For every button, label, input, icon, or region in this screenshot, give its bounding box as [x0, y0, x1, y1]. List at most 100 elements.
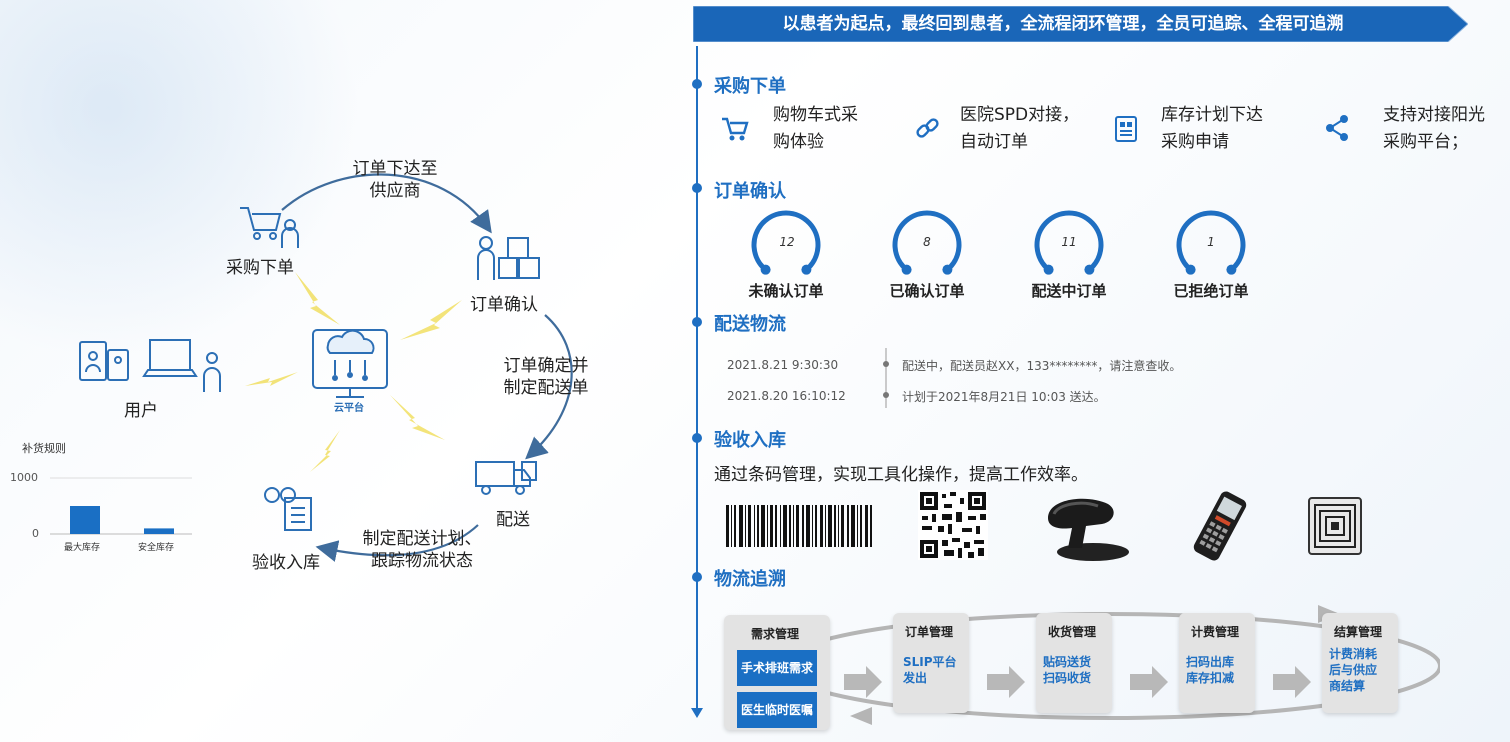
handheld-terminal-icon: [1193, 491, 1247, 561]
qrcode-icon: [918, 490, 988, 560]
trace-step-title: 需求管理: [751, 627, 800, 641]
trace-step-body: 贴码送货扫码收货: [1043, 655, 1092, 685]
flow-diagram: [50, 173, 573, 562]
trace-step-settlement: [1322, 613, 1398, 713]
section-purchase: 采购下单: [714, 76, 786, 97]
order-ring-end: [942, 264, 953, 275]
timeline-dot: [692, 183, 702, 193]
trace-step-billing: [1179, 613, 1255, 713]
banner-bg: [693, 6, 1468, 42]
timeline-dot: [692, 433, 702, 443]
trace-step-order: [893, 613, 969, 713]
log-text: 计划于2021年8月21日 10:03 送达。: [902, 390, 1106, 404]
edge-plan-track: 制定配送计划、 跟踪物流状态: [362, 529, 482, 571]
ring-value: 1: [1207, 235, 1215, 249]
timeline-dot: [692, 572, 702, 582]
order-ring-end: [901, 264, 912, 275]
trace-step-receive: [1036, 613, 1112, 713]
log-timeline: [883, 348, 889, 408]
order-rings: [751, 210, 1246, 275]
banner-title: 以患者为起点，最终回到患者，全流程闭环管理，全员可追踪、全程可追溯: [782, 14, 1344, 34]
cart-icon: [240, 207, 282, 240]
ring-value: 8: [923, 235, 931, 249]
mini-chart-bar: [144, 528, 174, 534]
trace-step-title: 结算管理: [1334, 625, 1383, 639]
order-ring-end: [1226, 264, 1237, 275]
trace-step-title: 收货管理: [1048, 625, 1097, 639]
cloud-platform-icon: [312, 329, 388, 398]
trace-step-body: 计费消耗后与供应商结算: [1329, 647, 1378, 693]
log-text: 配送中，配送员赵XX，133********，请注意查收。: [902, 359, 1182, 373]
edge-to-supplier: 订单下达至 供应商: [352, 159, 438, 201]
step-arrow-icon: [1130, 666, 1168, 698]
feature-cart: 购物车式采购体验: [773, 105, 858, 152]
trace-step-body: SLIP平台发出: [903, 655, 957, 685]
section-receive: 验收入库: [714, 430, 786, 451]
timeline-arrow: [691, 708, 703, 718]
trace-step-title: 订单管理: [905, 625, 954, 639]
ring-label: 配送中订单: [1031, 282, 1107, 300]
rfid-tag-icon: [1308, 497, 1362, 555]
ring-label: 已确认订单: [889, 282, 965, 300]
ring-label: 未确认订单: [748, 282, 824, 300]
boxes-icon: [477, 236, 540, 280]
mini-chart-xlabel: 安全库存: [138, 543, 175, 553]
arrow-to-supplier: [281, 173, 492, 234]
feature-spd: 医院SPD对接，自动订单: [960, 105, 1080, 152]
order-ring: [1176, 210, 1246, 272]
node-user: 用户: [124, 401, 158, 421]
trace-step-title: 计费管理: [1191, 625, 1240, 639]
link-icon: [916, 118, 939, 138]
order-ring-end: [1185, 264, 1196, 275]
arrow-to-delivery: [525, 314, 573, 460]
order-ring: [1034, 210, 1104, 272]
mini-chart-xlabel: 最大库存: [64, 543, 101, 553]
timeline-dot: [692, 317, 702, 327]
node-receive: 验收入库: [252, 553, 320, 573]
order-ring: [892, 210, 962, 272]
feature-plan: 库存计划下达采购申请: [1161, 105, 1263, 152]
node-delivery: 配送: [496, 510, 530, 530]
order-ring-end: [760, 264, 771, 275]
truck-icon: [475, 461, 537, 495]
edge-make-delivery: 订单确定并 制定配送单: [503, 356, 589, 398]
log-time: 2021.8.21 9:30:30: [727, 358, 839, 372]
inspection-icon: [264, 487, 312, 531]
timeline-dot: [692, 79, 702, 89]
ring-value: 11: [1061, 235, 1077, 249]
person-icon: [281, 219, 299, 248]
ring-value: 12: [779, 235, 795, 249]
section-delivery: 配送物流: [714, 314, 786, 335]
order-ring-end: [801, 264, 812, 275]
section-trace: 物流追溯: [714, 569, 786, 590]
timeline-line: [696, 46, 698, 714]
devices-icon: [79, 339, 221, 392]
share-icon: [1326, 115, 1348, 141]
receive-description: 通过条码管理，实现工具化操作，提高工作效率。: [714, 465, 1088, 485]
document-icon: [1115, 116, 1137, 142]
feature-sunshine: 支持对接阳光采购平台；: [1383, 105, 1485, 152]
background-glow: [0, 0, 360, 360]
step-arrow-icon: [844, 666, 882, 698]
demand-surgery-button[interactable]: 手术排班需求: [737, 650, 817, 686]
ring-label: 已拒绝订单: [1173, 282, 1249, 300]
order-ring-end: [1043, 264, 1054, 275]
section-confirm: 订单确认: [714, 181, 786, 202]
lightning-icon: [245, 272, 462, 472]
barcode-icon: [726, 505, 872, 547]
step-arrow-icon: [987, 666, 1025, 698]
order-ring-end: [1084, 264, 1095, 275]
node-confirm: 订单确认: [470, 295, 538, 315]
log-time: 2021.8.20 16:10:12: [727, 389, 846, 403]
mini-chart-ytick-top: 1000: [10, 471, 38, 484]
mini-chart-ytick-zero: 0: [32, 527, 39, 540]
demand-order-button[interactable]: 医生临时医嘱: [737, 692, 817, 728]
mini-chart-bar: [70, 506, 100, 534]
cart-icon: [722, 117, 749, 141]
arrow-to-receive: [315, 524, 479, 562]
barcode-scanner-icon: [1048, 498, 1129, 561]
node-cloud: 云平台: [334, 403, 364, 414]
node-purchase: 采购下单: [226, 258, 294, 278]
mini-chart-title: 补货规则: [22, 442, 66, 455]
order-ring: [751, 210, 821, 272]
